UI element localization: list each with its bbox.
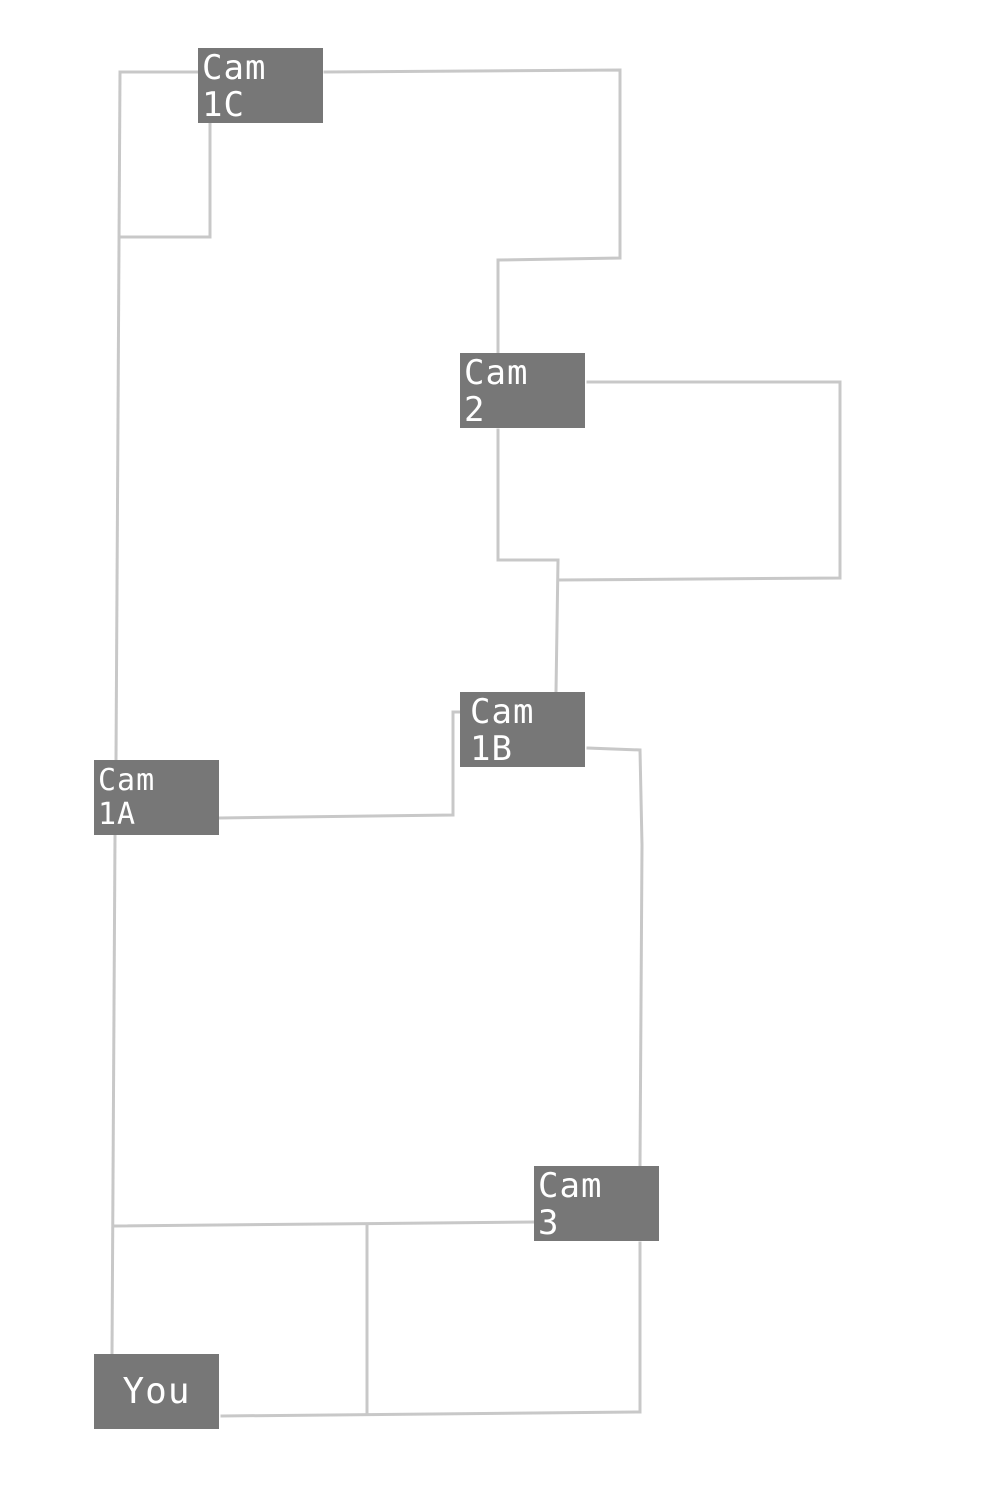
cam-3-button[interactable]: Cam 3 bbox=[534, 1166, 659, 1241]
cam-2-label-line1: Cam bbox=[464, 353, 529, 393]
cam-1b-button[interactable]: Cam 1B bbox=[460, 692, 585, 767]
cam-3-label-line1: Cam bbox=[538, 1166, 603, 1206]
cam-1b-label-line2: 1B bbox=[470, 729, 513, 768]
cam-1a-button[interactable]: Cam 1A bbox=[94, 760, 219, 835]
cam-1a-label-line2: 1A bbox=[98, 797, 137, 832]
cam-2-button[interactable]: Cam 2 bbox=[460, 353, 585, 428]
player-office-label: You bbox=[122, 1371, 191, 1412]
cam-3-label-line2: 3 bbox=[538, 1203, 560, 1242]
map-wall-cam2-left bbox=[496, 428, 560, 694]
player-office-marker: You bbox=[94, 1354, 219, 1429]
map-wall-top-right bbox=[323, 68, 622, 357]
map-wall-left-lower bbox=[110, 833, 117, 1357]
map-wall-lower-cross bbox=[113, 1220, 537, 1228]
map-wall-right-hall bbox=[586, 746, 644, 1167]
cam-1c-label-line1: Cam bbox=[202, 48, 267, 88]
cam-1b-label-line1: Cam bbox=[470, 692, 535, 732]
map-wall-1c-inner bbox=[118, 122, 212, 239]
map-wall-bottom bbox=[220, 1410, 642, 1418]
map-wall-1a-1b bbox=[218, 710, 462, 820]
cam-1a-label-line1: Cam bbox=[98, 763, 156, 798]
map-wall-left-hall bbox=[114, 70, 122, 762]
cam-1c-label-line2: 1C bbox=[202, 85, 245, 124]
cam-2-label-line2: 2 bbox=[464, 390, 486, 429]
cam-1c-button[interactable]: Cam 1C bbox=[198, 48, 323, 123]
map-wall-cam2-right bbox=[556, 380, 842, 582]
